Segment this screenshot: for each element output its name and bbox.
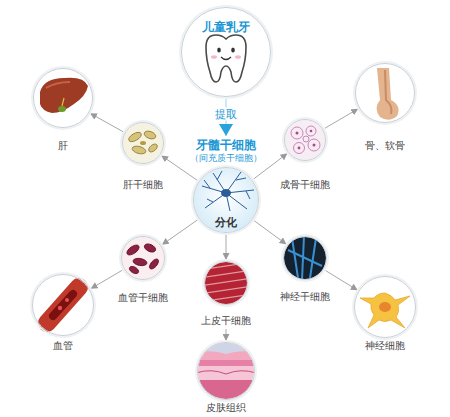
node-circle <box>284 119 326 161</box>
node-circle <box>283 236 327 280</box>
connector-arrow <box>226 235 227 259</box>
liver-stem-cell-figure <box>123 123 163 163</box>
node-circle <box>121 236 165 280</box>
node-label: 肝干细胞 <box>122 179 164 191</box>
connector-arrow <box>163 220 198 244</box>
stem-cell-node: 血管干细胞 <box>118 236 168 304</box>
node-label: 成骨干细胞 <box>280 179 330 191</box>
node-circle <box>197 342 255 400</box>
node-label: 骨、软骨 <box>355 140 415 152</box>
neuron-figure <box>355 277 415 337</box>
node-circle <box>355 63 415 123</box>
stem-cell-node: 成骨干细胞 <box>280 119 330 191</box>
connector-arrow <box>254 221 286 244</box>
source-circle: 儿童乳牙 <box>181 7 271 97</box>
connector-arrow <box>92 270 123 288</box>
connector-arrow <box>226 329 227 340</box>
blood-vessel-figure <box>33 275 93 335</box>
node-circle <box>354 276 416 338</box>
skin-tissue-figure <box>196 340 256 402</box>
node-circle <box>32 274 94 336</box>
liver-figure <box>34 69 92 127</box>
node-circle <box>122 122 164 164</box>
connector-arrow <box>91 114 123 132</box>
stem-cell-node: 上皮干细胞 <box>201 261 251 327</box>
node-circle <box>33 68 93 128</box>
neural-stem-cell-figure <box>283 236 327 280</box>
tissue-node: 皮肤组织 <box>197 342 255 414</box>
node-label: 神经细胞 <box>354 340 416 352</box>
node-circle: 分化 <box>193 167 259 233</box>
tissue-node: 肝 <box>33 68 93 152</box>
vessel-stem-cell-figure <box>122 237 164 279</box>
edge-label: 提取 <box>213 107 239 120</box>
tissue-node: 神经细胞 <box>354 276 416 352</box>
stem-cell-hub: 牙髓干细胞（间充质干细胞） 分化 <box>190 138 262 233</box>
connector-arrow <box>326 271 357 290</box>
osteo-stem-cell-figure <box>285 120 325 160</box>
node-label: 肝 <box>33 140 93 152</box>
node-label: 上皮干细胞 <box>201 315 251 327</box>
tooth-figure <box>182 8 270 96</box>
node-label: 神经干细胞 <box>280 291 330 303</box>
stem-cell-node: 肝干细胞 <box>122 122 164 191</box>
pulp-stem-cell-figure <box>194 168 258 232</box>
stem-cell-node: 神经干细胞 <box>280 236 330 303</box>
node-label: 皮肤组织 <box>197 402 255 414</box>
tissue-node: 骨、软骨 <box>355 63 415 152</box>
bone-figure <box>356 64 414 122</box>
node-subtitle: （间充质干细胞） <box>190 152 262 164</box>
connector-arrow <box>325 109 358 128</box>
node-circle <box>204 261 248 305</box>
node-title: 牙髓干细胞 <box>190 138 262 152</box>
node-label: 分化 <box>194 216 258 229</box>
tissue-node: 血管 <box>32 274 94 352</box>
node-label: 血管干细胞 <box>118 292 168 304</box>
node-title: 儿童乳牙 <box>182 20 270 34</box>
node-label: 血管 <box>32 340 94 352</box>
epithelial-stem-cell-figure <box>200 258 252 308</box>
